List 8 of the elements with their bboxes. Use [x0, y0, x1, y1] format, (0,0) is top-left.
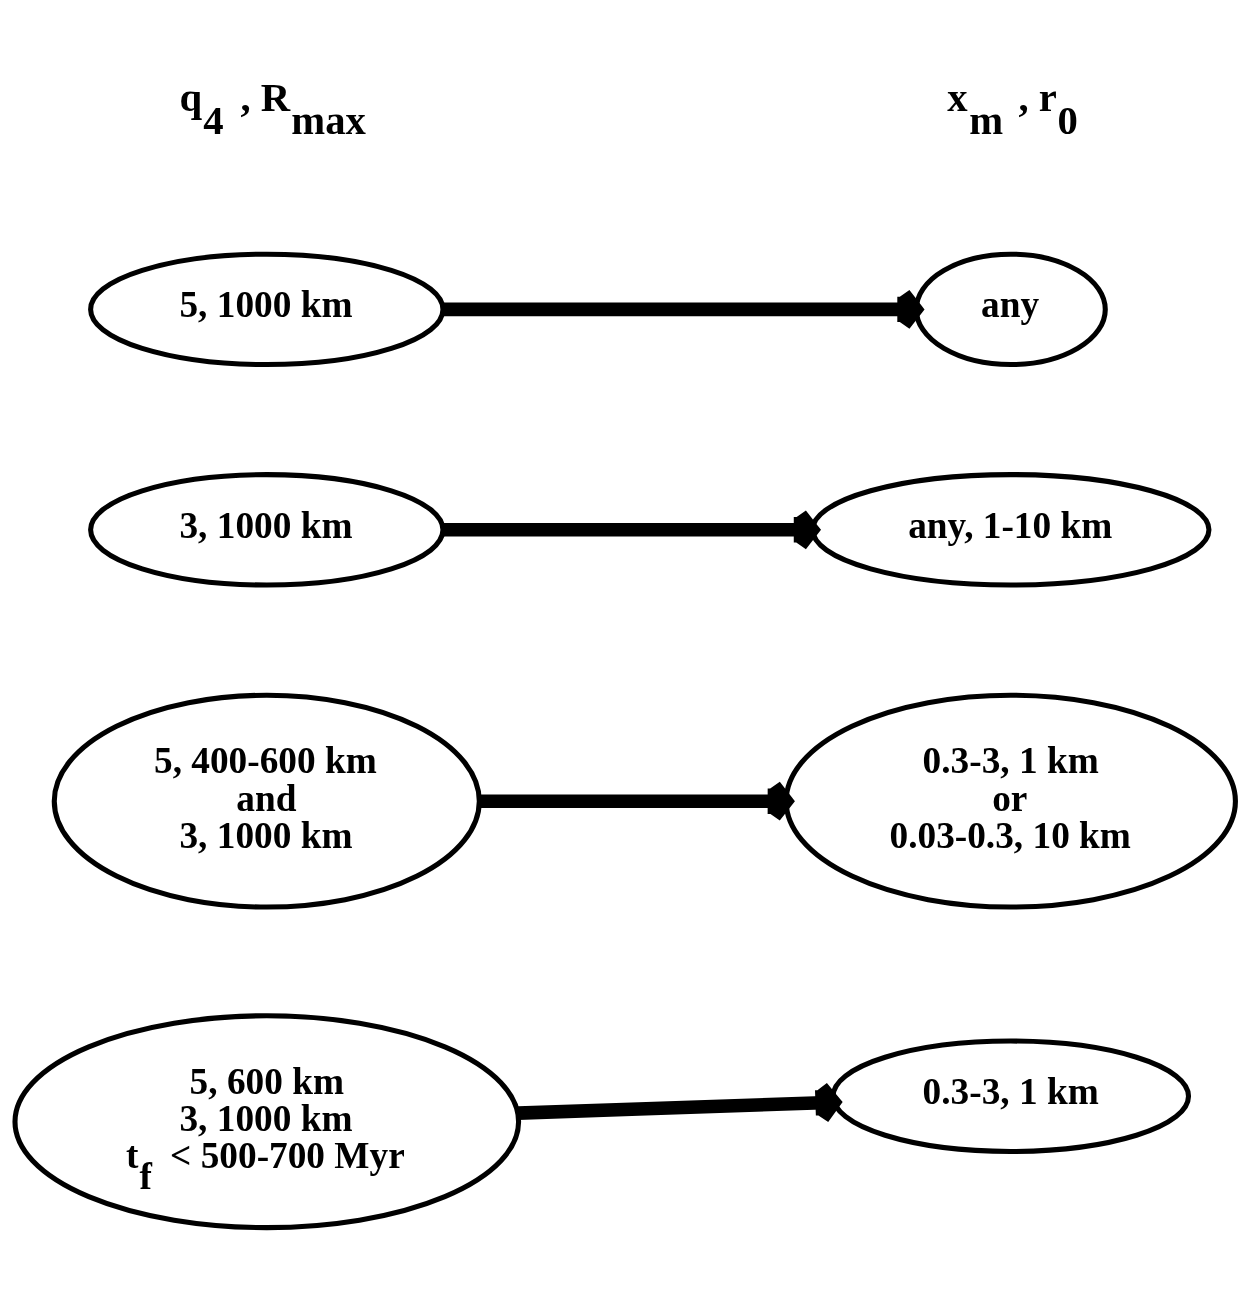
node-ellipse: 3, 1000 km [88, 472, 446, 588]
node-ellipse: any [913, 251, 1108, 368]
arrow [443, 287, 923, 332]
node-ellipse: 5, 400-600 km and 3, 1000 km [51, 692, 482, 910]
node-ellipse: 0.3-3, 1 km [830, 1038, 1192, 1154]
node-ellipse: 5, 1000 km [88, 251, 446, 368]
node-ellipse: 0.3-3, 1 km or 0.03-0.3, 10 km [783, 692, 1238, 910]
node-ellipse: any, 1-10 km [810, 472, 1212, 588]
